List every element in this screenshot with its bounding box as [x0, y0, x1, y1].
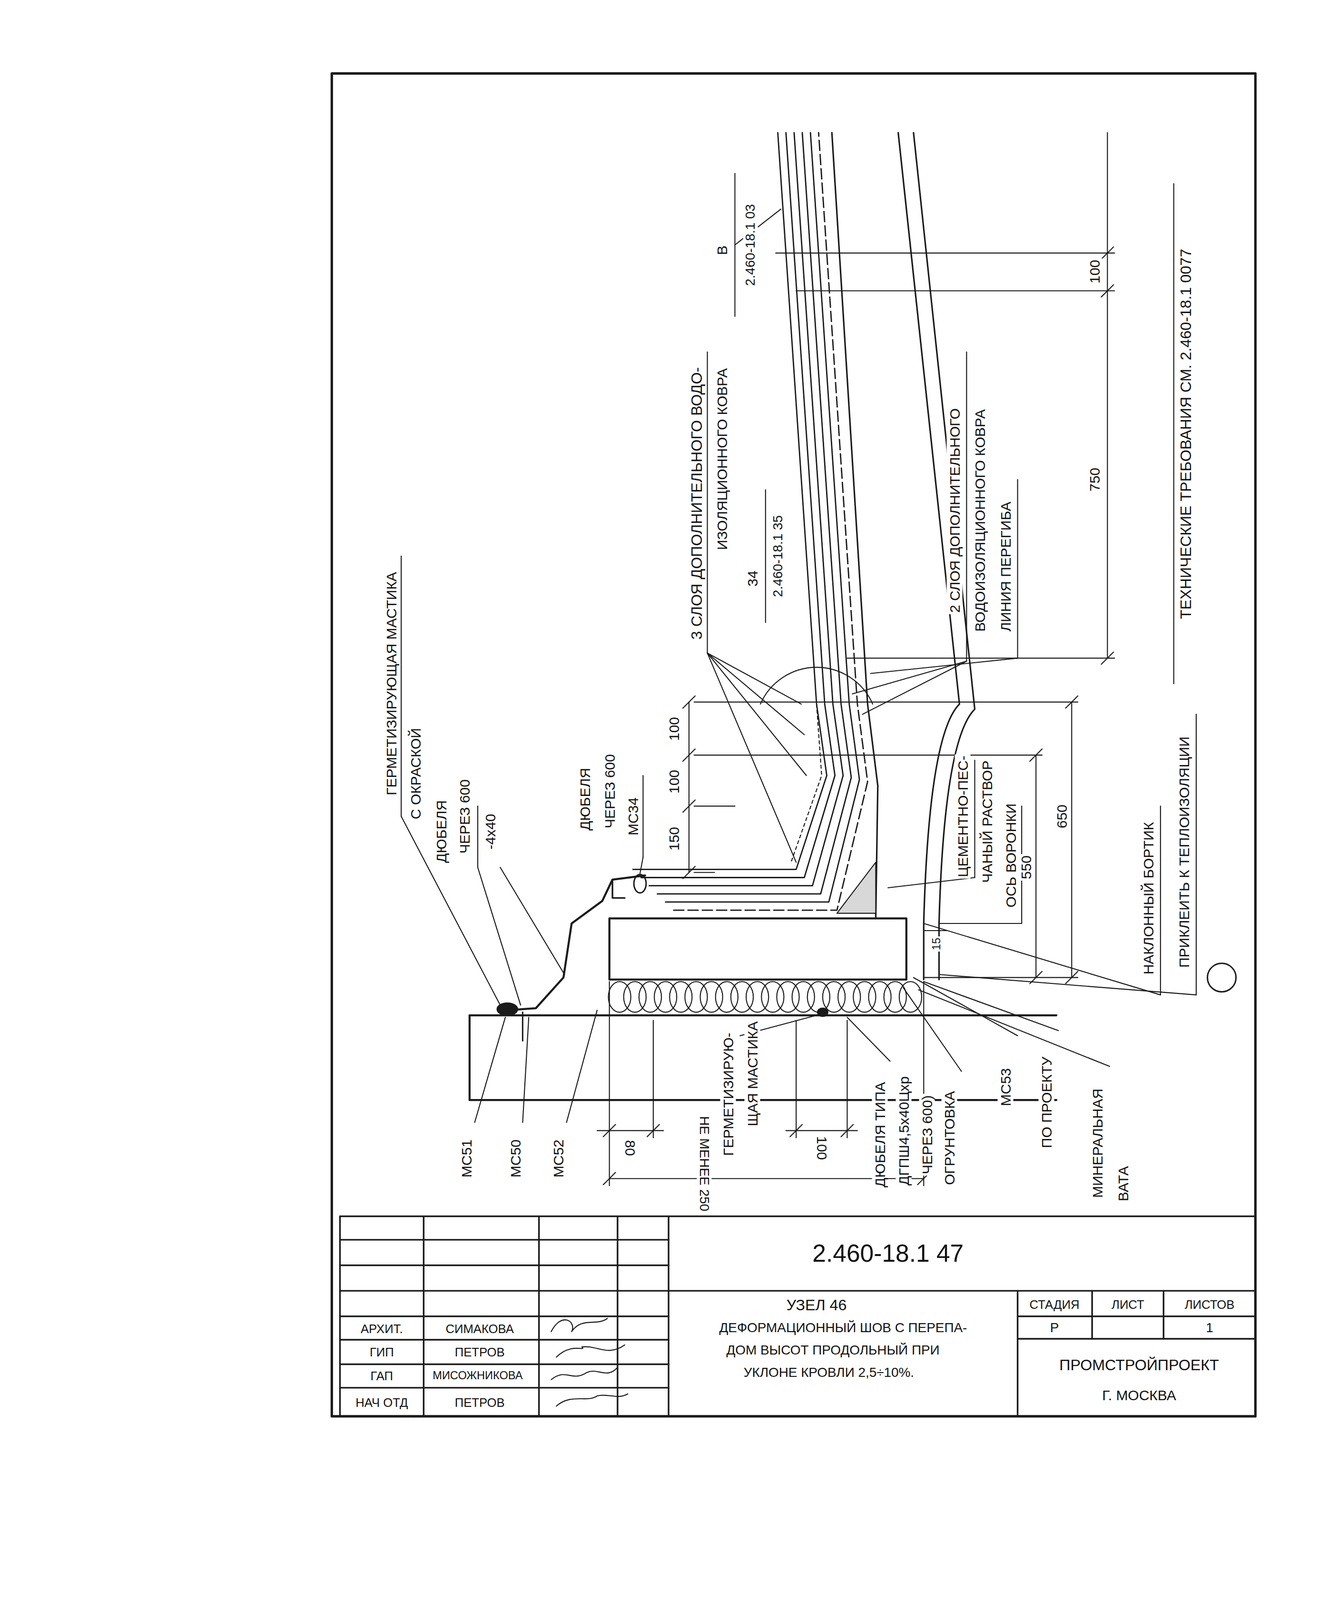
drawing-label: ИЗОЛЯЦИОННОГО КОВРА	[713, 366, 730, 552]
drawing-label: ЧЕРЕЗ 600	[456, 777, 473, 856]
title-block-text: ГИП	[368, 1345, 396, 1359]
title-block-text: Г. МОСКВА	[1100, 1387, 1178, 1404]
dowel	[521, 1012, 524, 1042]
title-block-text: ПРОМСТРОЙПРОЕКТ	[1057, 1357, 1221, 1374]
drawing-label: ЧЕРЕЗ 600	[601, 752, 618, 830]
drawing-label: ГЕРМЕТИЗИРУЮЩАЯ МАСТИКА	[383, 570, 399, 798]
sheet-frame	[331, 73, 1256, 1417]
signatures	[551, 1318, 628, 1407]
drawing-label: ДЮБЕЛЯ	[433, 798, 449, 865]
dimension-lines	[597, 132, 1115, 1186]
title-block-grid	[339, 1216, 1256, 1417]
drawing-label: 15	[930, 936, 944, 952]
drawing-label: 650	[1053, 803, 1070, 830]
drawing-label: 80	[621, 1139, 638, 1158]
title-block-text: 1	[1204, 1320, 1215, 1336]
drawing-label: ДЮБЕЛЯ	[577, 766, 593, 833]
drawing-label: ЧЕРЕЗ 600)	[918, 1093, 935, 1176]
drawing-label: МС51	[458, 1138, 475, 1180]
title-block-text: 2.460-18.1 47	[810, 1240, 965, 1268]
drawing-label: ВОДОИЗОЛЯЦИОННОГО КОВРА	[972, 407, 988, 634]
drawing-label: 100	[813, 1134, 830, 1162]
title-block-text: ДОМ ВЫСОТ ПРОДОЛЬНЫЙ ПРИ	[724, 1343, 941, 1359]
title-block-text: ЛИСТ	[1110, 1297, 1146, 1311]
drawing-label: 750	[1086, 466, 1103, 493]
parapet-board	[609, 918, 907, 980]
roof-slab	[831, 132, 975, 980]
drawing-label: ЦЕМЕНТНО-ПЕС-	[954, 754, 971, 879]
drawing-label: 150	[665, 825, 682, 853]
flashing-edge	[612, 879, 625, 899]
drawing-label: ПРИКЛЕИТЬ К ТЕПЛОИЗОЛЯЦИИ	[1176, 735, 1192, 970]
drawing-label: ЧАНЫЙ РАСТВОР	[979, 758, 995, 885]
drawing-label: ДГПШ4,5х40Цхр	[895, 1074, 912, 1188]
drawing-label: ПО ПРОЕКТУ	[1038, 1055, 1054, 1150]
drawing-label: 3 СЛОЯ ДОПОЛНИТЕЛЬНОГО ВОДО-	[688, 365, 706, 641]
drawing-label: МС53	[997, 1066, 1014, 1108]
drawing-label: ОСЬ ВОРОНКИ	[1002, 801, 1019, 909]
wool-loop	[899, 981, 922, 1013]
drawing-label: НЕ МЕНЕЕ 250	[697, 1114, 712, 1213]
drawing-label: ГЕРМЕТИЗИРУЮ-	[719, 1031, 736, 1158]
title-block-text: СИМАКОВА	[443, 1322, 516, 1336]
title-block-text: Р	[1048, 1320, 1061, 1336]
drawing-label: 550	[1017, 854, 1034, 881]
leader-lines	[401, 173, 1197, 1123]
title-block-text: НАЧ ОТД	[354, 1395, 410, 1409]
drawing-label: МС34	[625, 796, 641, 837]
title-block-text: УКЛОНЕ КРОВЛИ 2,5÷10%.	[742, 1365, 916, 1381]
drawing-label: НАКЛОННЫЙ БОРТИК	[1140, 820, 1157, 976]
drawing-label: С ОКРАСКОЙ	[407, 726, 424, 821]
drawing-label: ДЮБЕЛЯ ТИПА	[872, 1081, 888, 1190]
drawing-label: 100	[1086, 258, 1103, 286]
drawing-label: ЩАЯ МАСТИКА	[744, 1019, 761, 1128]
callout-arc	[760, 667, 873, 705]
drawing-label: 2.460-18.1 35	[770, 513, 786, 599]
drawing-label: МС50	[507, 1138, 524, 1180]
title-block-text: АРХИТ.	[359, 1322, 405, 1336]
cement-fillet	[836, 862, 877, 914]
title-block-text: ЛИСТОВ	[1183, 1297, 1237, 1311]
drawing-label: 2.460-18.1 03	[742, 202, 758, 288]
drawing-label: ЛИНИЯ ПЕРЕГИБА	[997, 500, 1014, 633]
title-block-text: МИСОЖНИКОВА	[431, 1369, 524, 1383]
drawing-label: ОГРУНТОВКА	[941, 1089, 958, 1187]
title-block-text: ПЕТРОВ	[453, 1345, 507, 1359]
drawing-label: 100	[665, 768, 682, 796]
drawing-label: 34	[744, 569, 761, 589]
drawing-label: ВАТА	[1114, 1164, 1131, 1203]
drawing-label: МИНЕРАЛЬНАЯ	[1089, 1087, 1106, 1200]
title-block-text: СТАДИЯ	[1028, 1297, 1082, 1311]
mineral-wool	[608, 981, 922, 1013]
title-block-text: ПЕТРОВ	[453, 1395, 507, 1409]
marker-circle	[1207, 963, 1237, 993]
drawing-label: 100	[665, 715, 682, 743]
drawing-label: В	[713, 244, 730, 257]
drawing-label: -4х40	[482, 812, 498, 852]
drawing-label: ТЕХНИЧЕСКИЕ ТРЕБОВАНИЯ СМ. 2.460-18.1 00…	[1177, 247, 1195, 621]
drawing-label: МС52	[550, 1138, 567, 1180]
drawing-label: 2 СЛОЯ ДОПОЛНИТЕЛЬНОГО	[946, 406, 963, 615]
wall	[469, 1015, 1057, 1101]
title-block-text: УЗЕЛ 46	[785, 1297, 849, 1314]
title-block-text: ГАП	[369, 1369, 395, 1383]
title-block-text: ДЕФОРМАЦИОННЫЙ ШОВ С ПЕРЕПА-	[717, 1320, 969, 1336]
waterproofing-layers	[632, 132, 868, 911]
